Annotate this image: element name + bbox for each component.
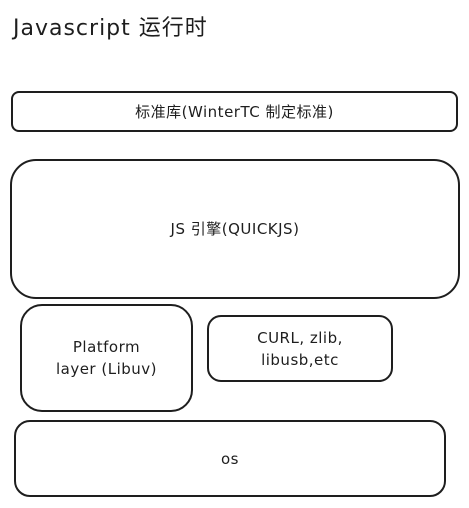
platform-layer-block: Platform layer (Libuv) <box>20 304 193 412</box>
js-engine-label: JS 引擎(QUICKJS) <box>170 220 300 238</box>
standard-library-label: 标准库(WinterTC 制定标准) <box>135 102 334 121</box>
os-label: os <box>221 449 239 468</box>
js-engine-block: JS 引擎(QUICKJS) <box>10 159 460 299</box>
standard-library-block: 标准库(WinterTC 制定标准) <box>11 91 458 132</box>
native-libraries-label: CURL, zlib, libusb,etc <box>257 328 343 369</box>
platform-layer-label: Platform layer (Libuv) <box>55 338 158 378</box>
os-block: os <box>14 420 446 497</box>
native-libraries-block: CURL, zlib, libusb,etc <box>207 315 393 382</box>
diagram-title: Javascript 运行时 <box>13 16 208 41</box>
